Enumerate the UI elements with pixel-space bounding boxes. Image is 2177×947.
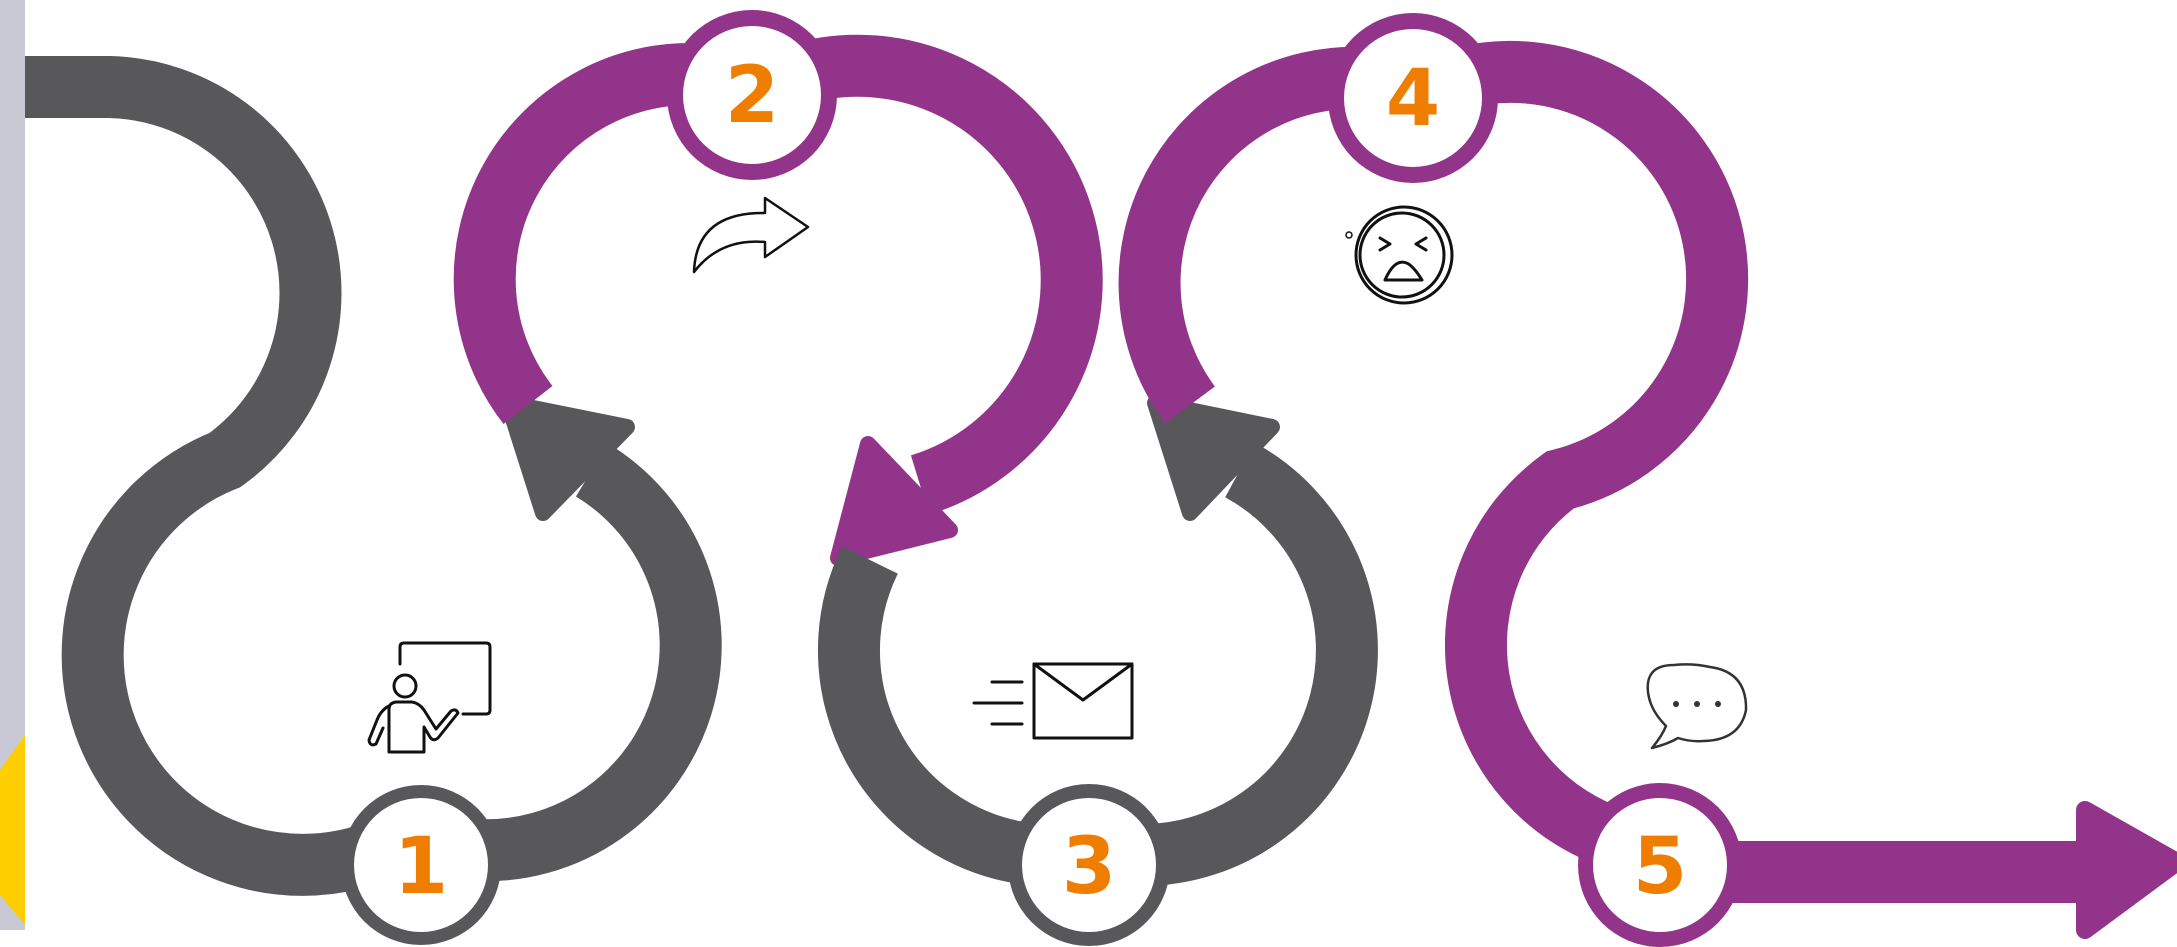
path-segment-purple-1: [453, 34, 1103, 515]
presenter-board-icon: [367, 641, 492, 754]
end-arrowhead: [2076, 801, 2177, 939]
email-send-icon: [972, 662, 1134, 740]
step-1: 1: [341, 785, 501, 945]
step-2-number: 2: [725, 51, 779, 141]
step-1-number: 1: [394, 822, 448, 912]
upset-face-icon: [1345, 205, 1454, 305]
share-arrow-icon: [692, 196, 810, 274]
arrowhead-gray-2: [1147, 395, 1280, 521]
step-5-number: 5: [1633, 822, 1687, 912]
arrowhead-purple-1: [830, 436, 958, 566]
step-3-number: 3: [1062, 822, 1116, 912]
path-segment-gray-1: [25, 56, 722, 896]
speech-bubble-icon: [1646, 663, 1748, 750]
step-5: 5: [1578, 783, 1742, 947]
path-segment-purple-2: [1118, 40, 2085, 903]
step-4: 4: [1328, 13, 1498, 183]
step-4-number: 4: [1386, 54, 1440, 144]
side-panel-accent: [0, 735, 25, 925]
path-segment-gray-2: [817, 442, 1378, 887]
step-2: 2: [667, 10, 837, 180]
step-3: 3: [1008, 784, 1170, 946]
arrowhead-gray-1: [500, 395, 635, 521]
